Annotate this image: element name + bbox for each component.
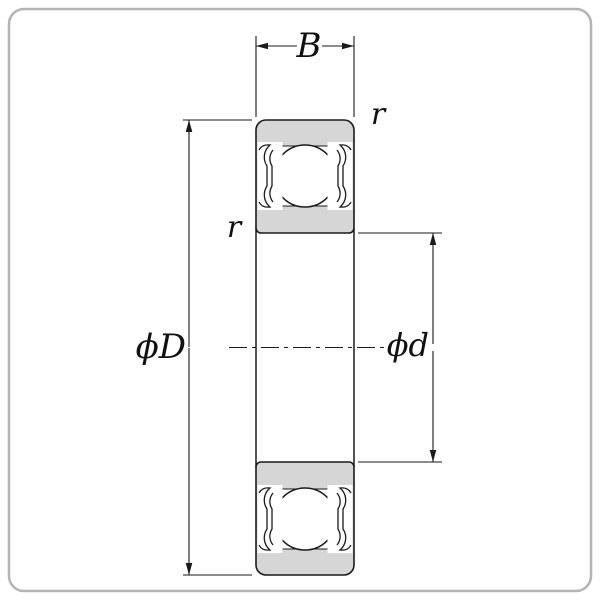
dimension-bore-diameter: ϕd: [358, 232, 442, 463]
width-label: B: [296, 26, 322, 66]
page-frame: [7, 7, 593, 593]
outer-diameter-label: ϕD: [136, 327, 186, 367]
dimension-width: B: [255, 26, 355, 117]
chamfer-inner-label: r: [227, 210, 243, 245]
chamfer-outer-label: r: [371, 97, 387, 132]
dimension-outer-diameter: ϕD: [136, 119, 252, 576]
bearing-bottom-section: [256, 462, 354, 575]
bore-diameter-label: ϕd: [387, 326, 429, 364]
bearing-top-section: [256, 120, 354, 233]
